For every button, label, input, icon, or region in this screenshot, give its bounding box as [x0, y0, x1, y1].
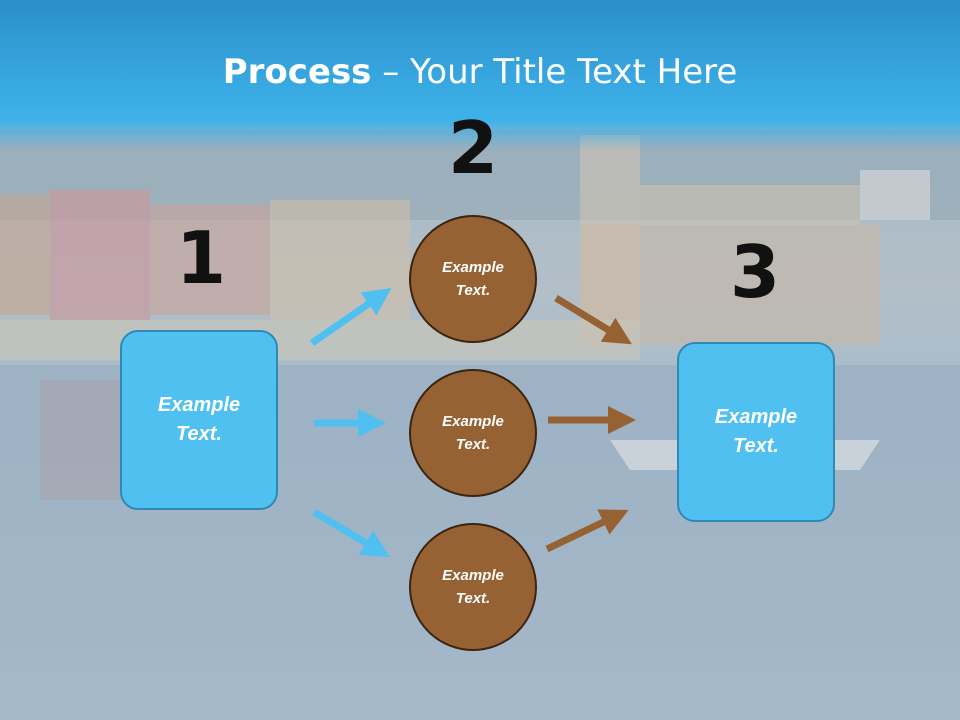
start-box-line2: Text. — [176, 423, 222, 445]
slide-title: Process – Your Title Text Here — [0, 52, 960, 92]
end-box-line2: Text. — [733, 435, 779, 457]
arrow-from-circle-top — [554, 295, 632, 345]
arrow-from-circle-bottom — [545, 509, 629, 553]
title-rest: – Your Title Text Here — [371, 52, 738, 92]
start-box-line1: Example — [157, 394, 241, 416]
circle-middle-line2: Text. — [455, 436, 491, 453]
end-box-line1: Example — [714, 406, 798, 428]
circle-middle-line1: Example — [442, 413, 504, 430]
step-number-3: 3 — [730, 230, 781, 314]
circle-top-line2: Text. — [455, 282, 491, 299]
circle-top-line1: Example — [442, 259, 504, 276]
circle-bottom-line2: Text. — [455, 590, 491, 607]
title-bold: Process — [222, 52, 372, 92]
title-banner — [0, 0, 960, 150]
arrow-to-circle-top — [310, 288, 392, 346]
step-number-2: 2 — [448, 106, 499, 190]
step-number-1: 1 — [176, 216, 227, 300]
circle-bottom-line1: Example — [442, 567, 504, 584]
arrow-to-circle-bottom — [312, 508, 391, 558]
